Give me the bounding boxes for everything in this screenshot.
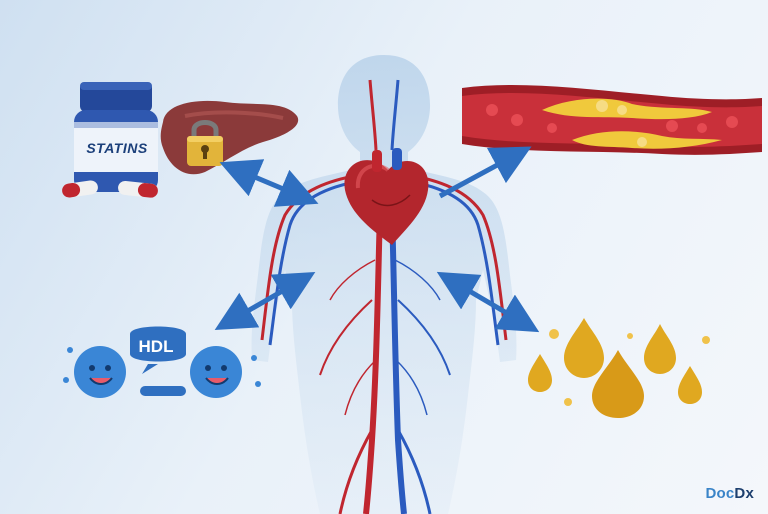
capsule-icon [62,180,158,198]
statins-label: STATINS [86,140,148,156]
brand-logo: DocDx [705,485,754,502]
hdl-blob-icon [63,326,261,398]
artery-plaque-icon [462,85,762,155]
vein-main [389,209,407,514]
body-silhouette [251,55,517,514]
arrow-hdl-body [214,272,316,330]
brand-part2: Dx [734,485,754,502]
statins-bottle-icon [74,82,158,192]
hdl-label: HDL [138,337,174,356]
artery-main [363,209,383,514]
arrow-body-artery [438,146,532,199]
heart-icon [344,148,429,245]
brand-part1: Doc [705,485,735,502]
oil-drop-icon [528,318,710,418]
arrow-liver-body [219,159,319,207]
padlock-icon [187,120,223,166]
arrow-body-oil [436,271,540,333]
